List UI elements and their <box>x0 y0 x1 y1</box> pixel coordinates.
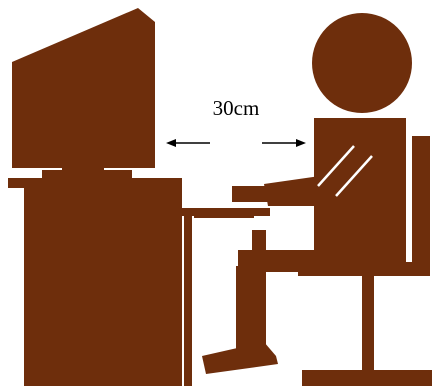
keyboard-icon <box>194 210 254 218</box>
distance-label: 30cm <box>213 96 260 120</box>
seated-person-icon <box>202 13 412 374</box>
distance-arrows <box>166 139 306 147</box>
arrow-left-head <box>166 139 176 147</box>
computer-monitor-icon <box>12 8 155 180</box>
arrow-right-head <box>296 139 306 147</box>
